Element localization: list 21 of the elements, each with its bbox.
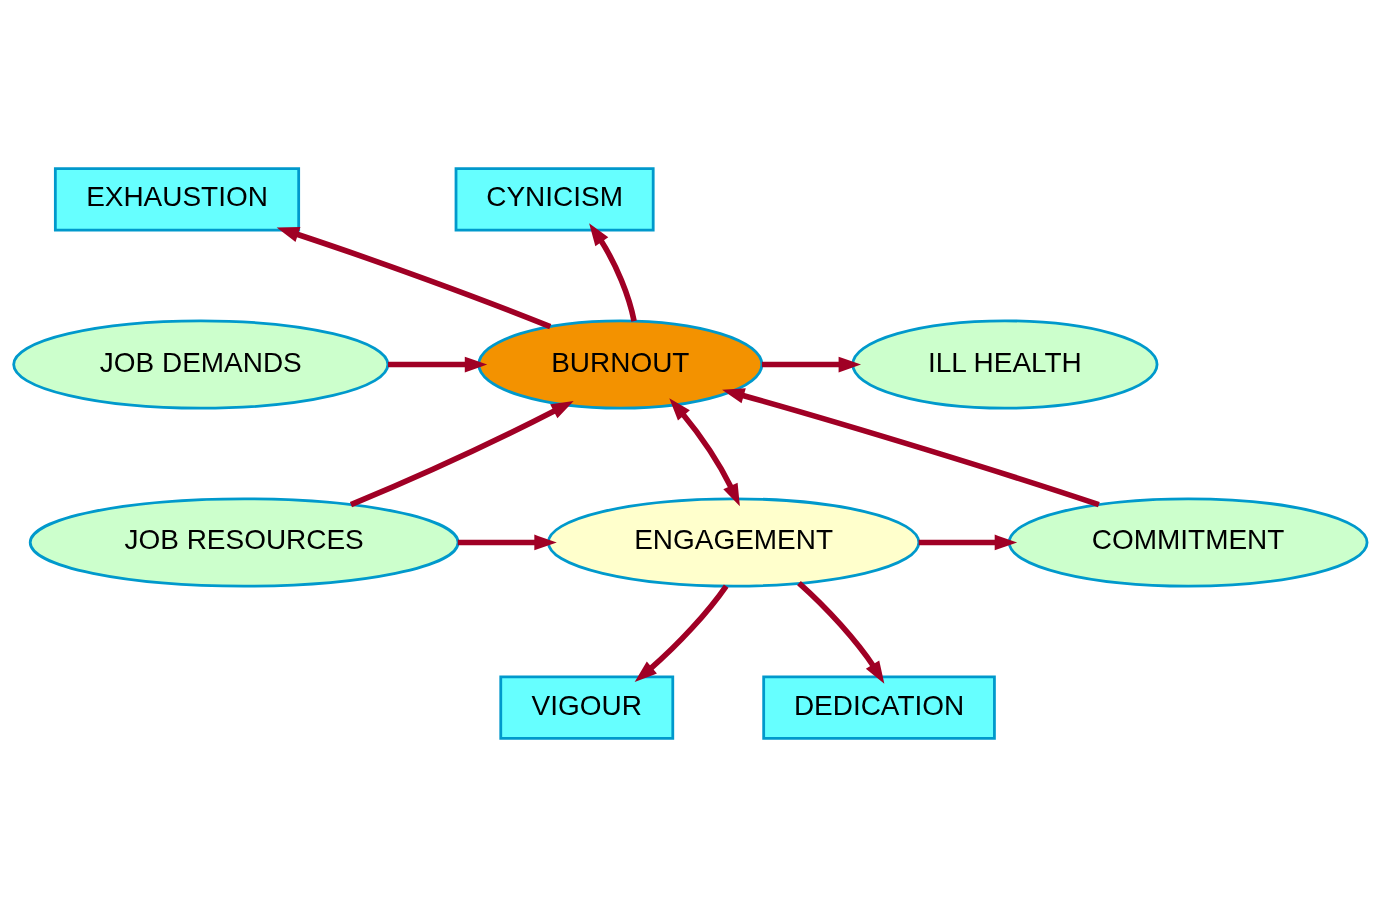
node-ellipse: ENGAGEMENT — [546, 496, 921, 588]
arrow — [457, 534, 557, 550]
arrow — [797, 580, 885, 684]
node-ellipse: COMMITMENT — [1007, 496, 1369, 588]
node-ellipse: JOB DEMANDS — [12, 318, 390, 410]
node-box: EXHAUSTION — [53, 166, 301, 232]
node-box: VIGOUR — [499, 674, 675, 740]
node-box: DEDICATION — [762, 674, 996, 740]
arrow — [669, 397, 740, 506]
arrow — [634, 583, 729, 682]
node-ellipse: ILL HEALTH — [851, 318, 1159, 410]
arrow — [589, 222, 637, 322]
arrow — [388, 356, 488, 372]
node-box: CYNICISM — [454, 166, 655, 232]
node-ellipse: JOB RESOURCES — [28, 496, 460, 588]
arrow — [276, 226, 552, 329]
arrow — [349, 400, 574, 507]
node-ellipse: BURNOUT — [477, 318, 764, 410]
arrow — [918, 534, 1018, 550]
arrow — [722, 387, 1100, 507]
arrow — [761, 356, 862, 372]
